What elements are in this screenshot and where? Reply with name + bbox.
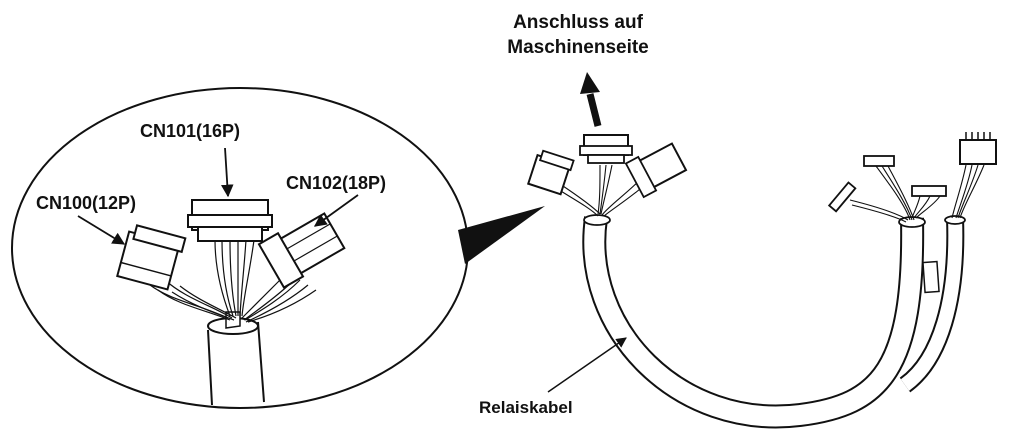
- main-wire-bundle-right: [849, 164, 985, 223]
- main-connector-small-middle: [911, 185, 947, 197]
- zoom-pointer-triangle: [458, 206, 545, 264]
- machine-side-label-line1: Anschluss auf: [513, 12, 643, 33]
- label-cn102: CN102(18P): [286, 173, 387, 193]
- main-connector-far-right-top: [959, 132, 997, 165]
- main-connector-center: [579, 134, 633, 164]
- main-connector-left: [526, 149, 575, 196]
- detail-cable-sheath: [207, 321, 265, 406]
- main-connector-small-top: [863, 155, 895, 167]
- machine-side-connection-label: Anschluss auf Maschinenseite: [468, 10, 688, 60]
- label-cn101: CN101(16P): [140, 121, 241, 141]
- leader-arrow-cn101: [221, 147, 234, 198]
- machine-side-arrow: [580, 72, 602, 127]
- label-cn100: CN100(12P): [36, 193, 137, 213]
- machine-side-label-line2: Maschinenseite: [507, 37, 649, 58]
- main-connector-right: [624, 142, 688, 199]
- label-relay-cable: Relaiskabel: [479, 398, 573, 417]
- leader-arrow-relay-cable: [547, 337, 627, 393]
- leader-arrow-cn100: [77, 215, 126, 245]
- connector-cn100: [116, 224, 187, 291]
- relay-cable-drawing: [526, 132, 997, 429]
- connector-cn102: [257, 212, 346, 289]
- connector-cn101: [187, 199, 273, 242]
- detail-zoom-view: [11, 87, 469, 409]
- leader-arrow-cn102: [313, 194, 359, 227]
- main-connector-small-left: [827, 181, 857, 213]
